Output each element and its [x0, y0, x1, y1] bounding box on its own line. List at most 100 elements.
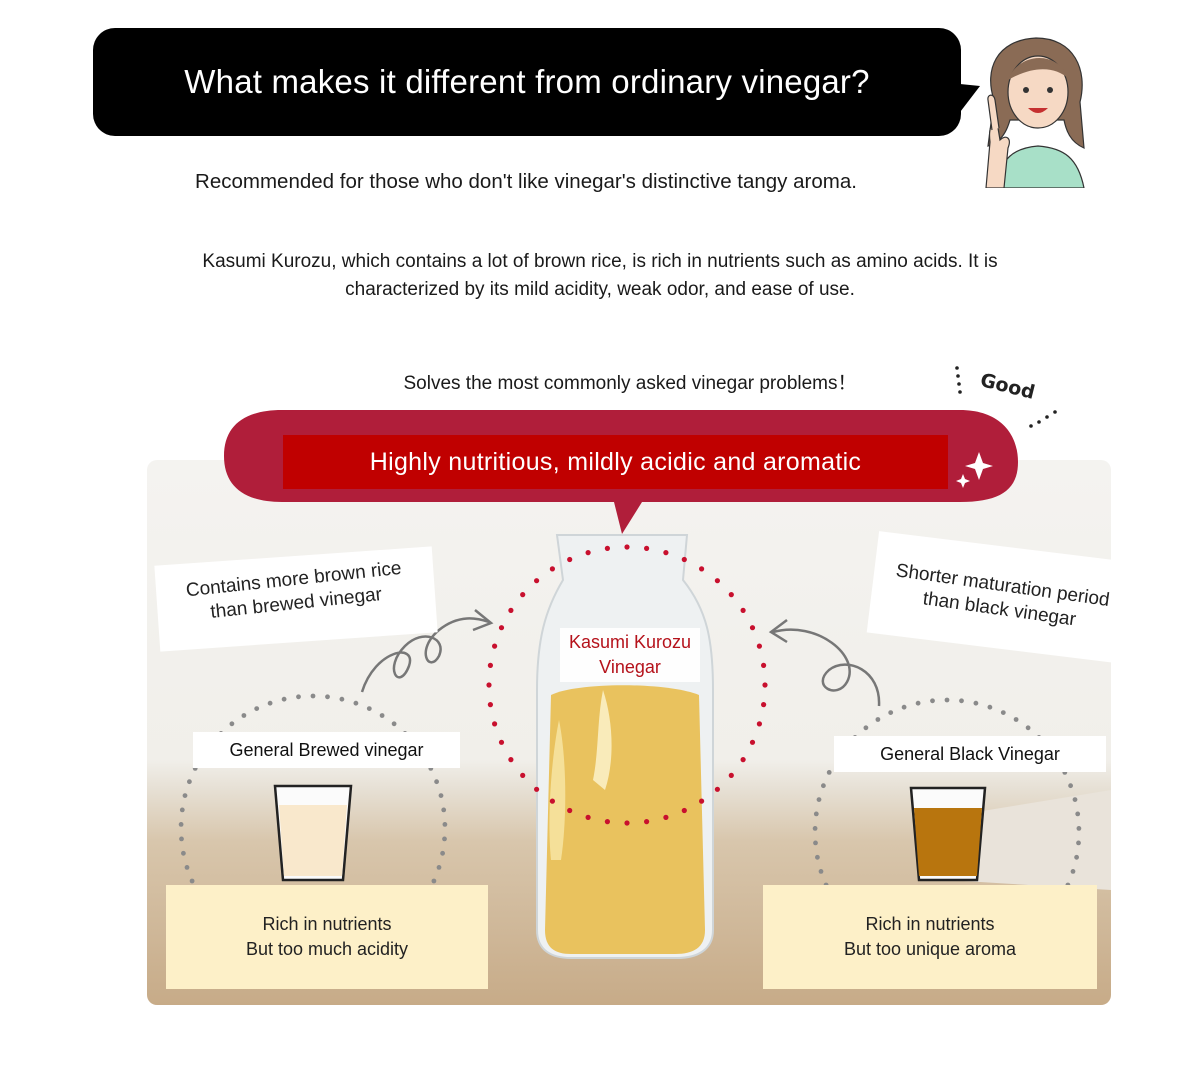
black-vinegar-label: General Black Vinegar	[834, 736, 1106, 772]
dot	[888, 710, 894, 715]
dot	[663, 550, 669, 556]
dot	[762, 682, 768, 688]
dot	[818, 869, 824, 874]
dot	[863, 725, 869, 731]
dot	[681, 807, 687, 814]
dot	[241, 713, 247, 718]
dot	[498, 625, 505, 631]
dot	[440, 850, 445, 856]
dot	[813, 840, 818, 846]
dot	[585, 550, 591, 556]
dot	[431, 878, 437, 884]
dot	[229, 721, 235, 727]
dot	[567, 807, 573, 814]
black-summary-line2: But too unique aroma	[843, 939, 1017, 959]
brewed-vinegar-summary: Rich in nutrients But too much acidity	[166, 885, 488, 989]
dot	[1076, 840, 1081, 846]
dot	[826, 770, 832, 775]
dot	[761, 662, 767, 668]
dot	[875, 717, 881, 722]
good-doodle-decoration: Good	[955, 366, 1057, 428]
dot	[749, 625, 756, 631]
dot	[1000, 710, 1006, 715]
dot	[434, 779, 439, 785]
dot	[254, 706, 260, 711]
dot	[663, 814, 669, 820]
dot	[740, 607, 746, 613]
banner-headline: Highly nutritious, mildly acidic and aro…	[369, 447, 862, 476]
dot	[379, 713, 385, 718]
good-text: Good	[978, 369, 1037, 404]
dot	[761, 702, 767, 708]
dot	[1025, 725, 1031, 731]
dot	[901, 704, 907, 710]
dot	[1076, 826, 1082, 831]
dot	[740, 757, 746, 763]
dot	[184, 865, 190, 870]
dot	[366, 706, 372, 711]
dot	[182, 793, 188, 798]
kasumi-label-line1: Kasumi Kurozu	[568, 632, 692, 652]
dot	[987, 704, 993, 710]
dot	[498, 739, 505, 745]
dot	[508, 607, 514, 613]
speech-bubble-tail	[940, 82, 980, 120]
dot	[1074, 854, 1079, 860]
dot	[436, 865, 442, 870]
dot	[681, 556, 687, 563]
dot	[549, 566, 555, 572]
dot	[756, 643, 763, 649]
dot	[944, 697, 950, 703]
dot	[1068, 783, 1073, 789]
dot	[441, 807, 447, 813]
dot	[520, 592, 526, 598]
dot	[815, 854, 820, 860]
brewed-summary-line1: Rich in nutrients	[262, 914, 392, 934]
dot	[567, 556, 573, 563]
dot	[310, 693, 316, 699]
dot	[325, 694, 330, 700]
dot	[699, 566, 705, 572]
black-vinegar-summary: Rich in nutrients But too unique aroma	[763, 885, 1097, 989]
dot	[699, 798, 705, 804]
dot	[644, 545, 650, 551]
dot	[1013, 717, 1019, 722]
dot	[339, 696, 345, 702]
dot	[442, 822, 448, 827]
dot	[821, 783, 826, 789]
dot	[492, 721, 498, 727]
dot	[756, 721, 763, 727]
dot	[714, 786, 721, 792]
dot	[181, 850, 186, 856]
dot	[930, 698, 935, 704]
dot	[973, 700, 979, 706]
dot	[728, 592, 734, 598]
dot	[508, 757, 514, 763]
dot	[604, 545, 610, 551]
header-speech-bubble: What makes it different from ordinary vi…	[93, 28, 961, 136]
dot	[442, 836, 447, 842]
kasumi-label: Kasumi Kurozu Vinegar	[560, 628, 700, 682]
dot	[438, 793, 444, 798]
woman-pointing-illustration	[985, 37, 1085, 188]
dot	[487, 662, 493, 668]
header-question: What makes it different from ordinary vi…	[184, 63, 870, 100]
dot	[1075, 811, 1081, 817]
dot	[492, 643, 498, 649]
dot	[644, 819, 650, 825]
dot	[728, 772, 734, 778]
dot	[812, 826, 818, 831]
description-paragraph: Kasumi Kurozu, which contains a lot of b…	[202, 251, 998, 300]
brewed-vinegar-label: General Brewed vinegar	[193, 732, 460, 768]
dot	[179, 807, 185, 813]
kasumi-label-line2: Vinegar	[599, 657, 661, 677]
dot	[915, 700, 921, 706]
dot	[534, 786, 540, 792]
dot	[281, 696, 287, 702]
dot	[604, 819, 610, 825]
dot	[585, 814, 591, 820]
subtitle: Recommended for those who don't like vin…	[195, 170, 857, 193]
dot	[486, 682, 492, 688]
dot	[178, 822, 184, 827]
dot	[179, 836, 184, 842]
